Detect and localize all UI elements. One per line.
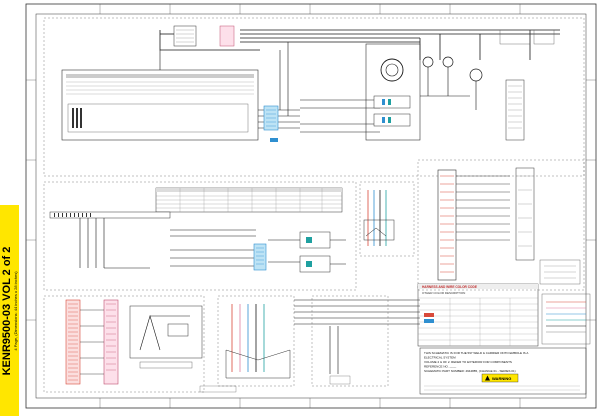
sensor-circle-1 xyxy=(422,56,434,68)
outer-border xyxy=(25,3,597,409)
long-connector-left xyxy=(49,211,171,219)
note-line-3: REFERENCE NO. ____ xyxy=(424,365,457,369)
bottom-center-section xyxy=(217,295,295,387)
middle-left-wires xyxy=(79,218,300,269)
sensor-circle-3 xyxy=(469,68,483,82)
connector-table xyxy=(155,187,343,213)
top-section-border xyxy=(43,17,585,177)
zone-ticks xyxy=(26,4,596,408)
note-line-0: THIS SCHEMATIC IS FOR THE 597 WELD & CAR… xyxy=(424,351,528,355)
note-line-1: ELECTRICAL SYSTEM xyxy=(424,356,456,360)
ecm-pin-rows xyxy=(66,81,254,95)
middle-left-section xyxy=(43,181,357,291)
legend-title: HARNESS AND WIRE COLOR CODE xyxy=(422,285,477,289)
ecm-inner-box xyxy=(67,103,249,133)
colored-wires-mid xyxy=(367,190,387,246)
connector-top-pink xyxy=(219,25,235,47)
note-line-4: SCHEMATIC PART NUMBER: 4944885, (CHANGE … xyxy=(424,369,516,373)
connector-right-column xyxy=(437,169,457,281)
connector-right-tall xyxy=(505,79,525,141)
legend-header xyxy=(418,284,538,289)
relay-box-2 xyxy=(299,255,331,273)
bottom-device-1 xyxy=(129,305,203,359)
note-line-2: VOLUME 2 & OF 2. REFER TO EXTERIOR FOR C… xyxy=(424,360,512,364)
motor-symbol xyxy=(380,58,404,82)
colored-wires-bottom xyxy=(231,304,265,372)
warning-label: WARNING xyxy=(492,376,511,381)
bottom-bus xyxy=(294,299,420,374)
volume-side-tab: KENR9500-03 VOL 2 of 2 4 Page, (Dimensio… xyxy=(0,205,19,416)
ecm-header xyxy=(66,74,254,78)
splice-connector-blue-mid xyxy=(253,243,267,271)
warning-icon xyxy=(485,375,490,381)
connector-pink-pins xyxy=(103,299,119,385)
bottom-left-section xyxy=(43,295,205,393)
legend-title-2: OTHER COLOR DESCRIPTION xyxy=(422,291,465,295)
sensor-circle-2 xyxy=(442,56,454,68)
wire-color-key xyxy=(541,293,591,345)
connector-top-left xyxy=(173,25,197,47)
label-tag-blue xyxy=(270,138,278,142)
notes-block xyxy=(419,347,587,395)
warning-tag xyxy=(481,373,519,383)
component-center-block xyxy=(365,43,421,141)
connector-red-pins xyxy=(65,299,81,385)
ecm-block-left xyxy=(61,69,259,141)
relay-box-1 xyxy=(299,231,331,249)
inner-border xyxy=(35,13,587,399)
